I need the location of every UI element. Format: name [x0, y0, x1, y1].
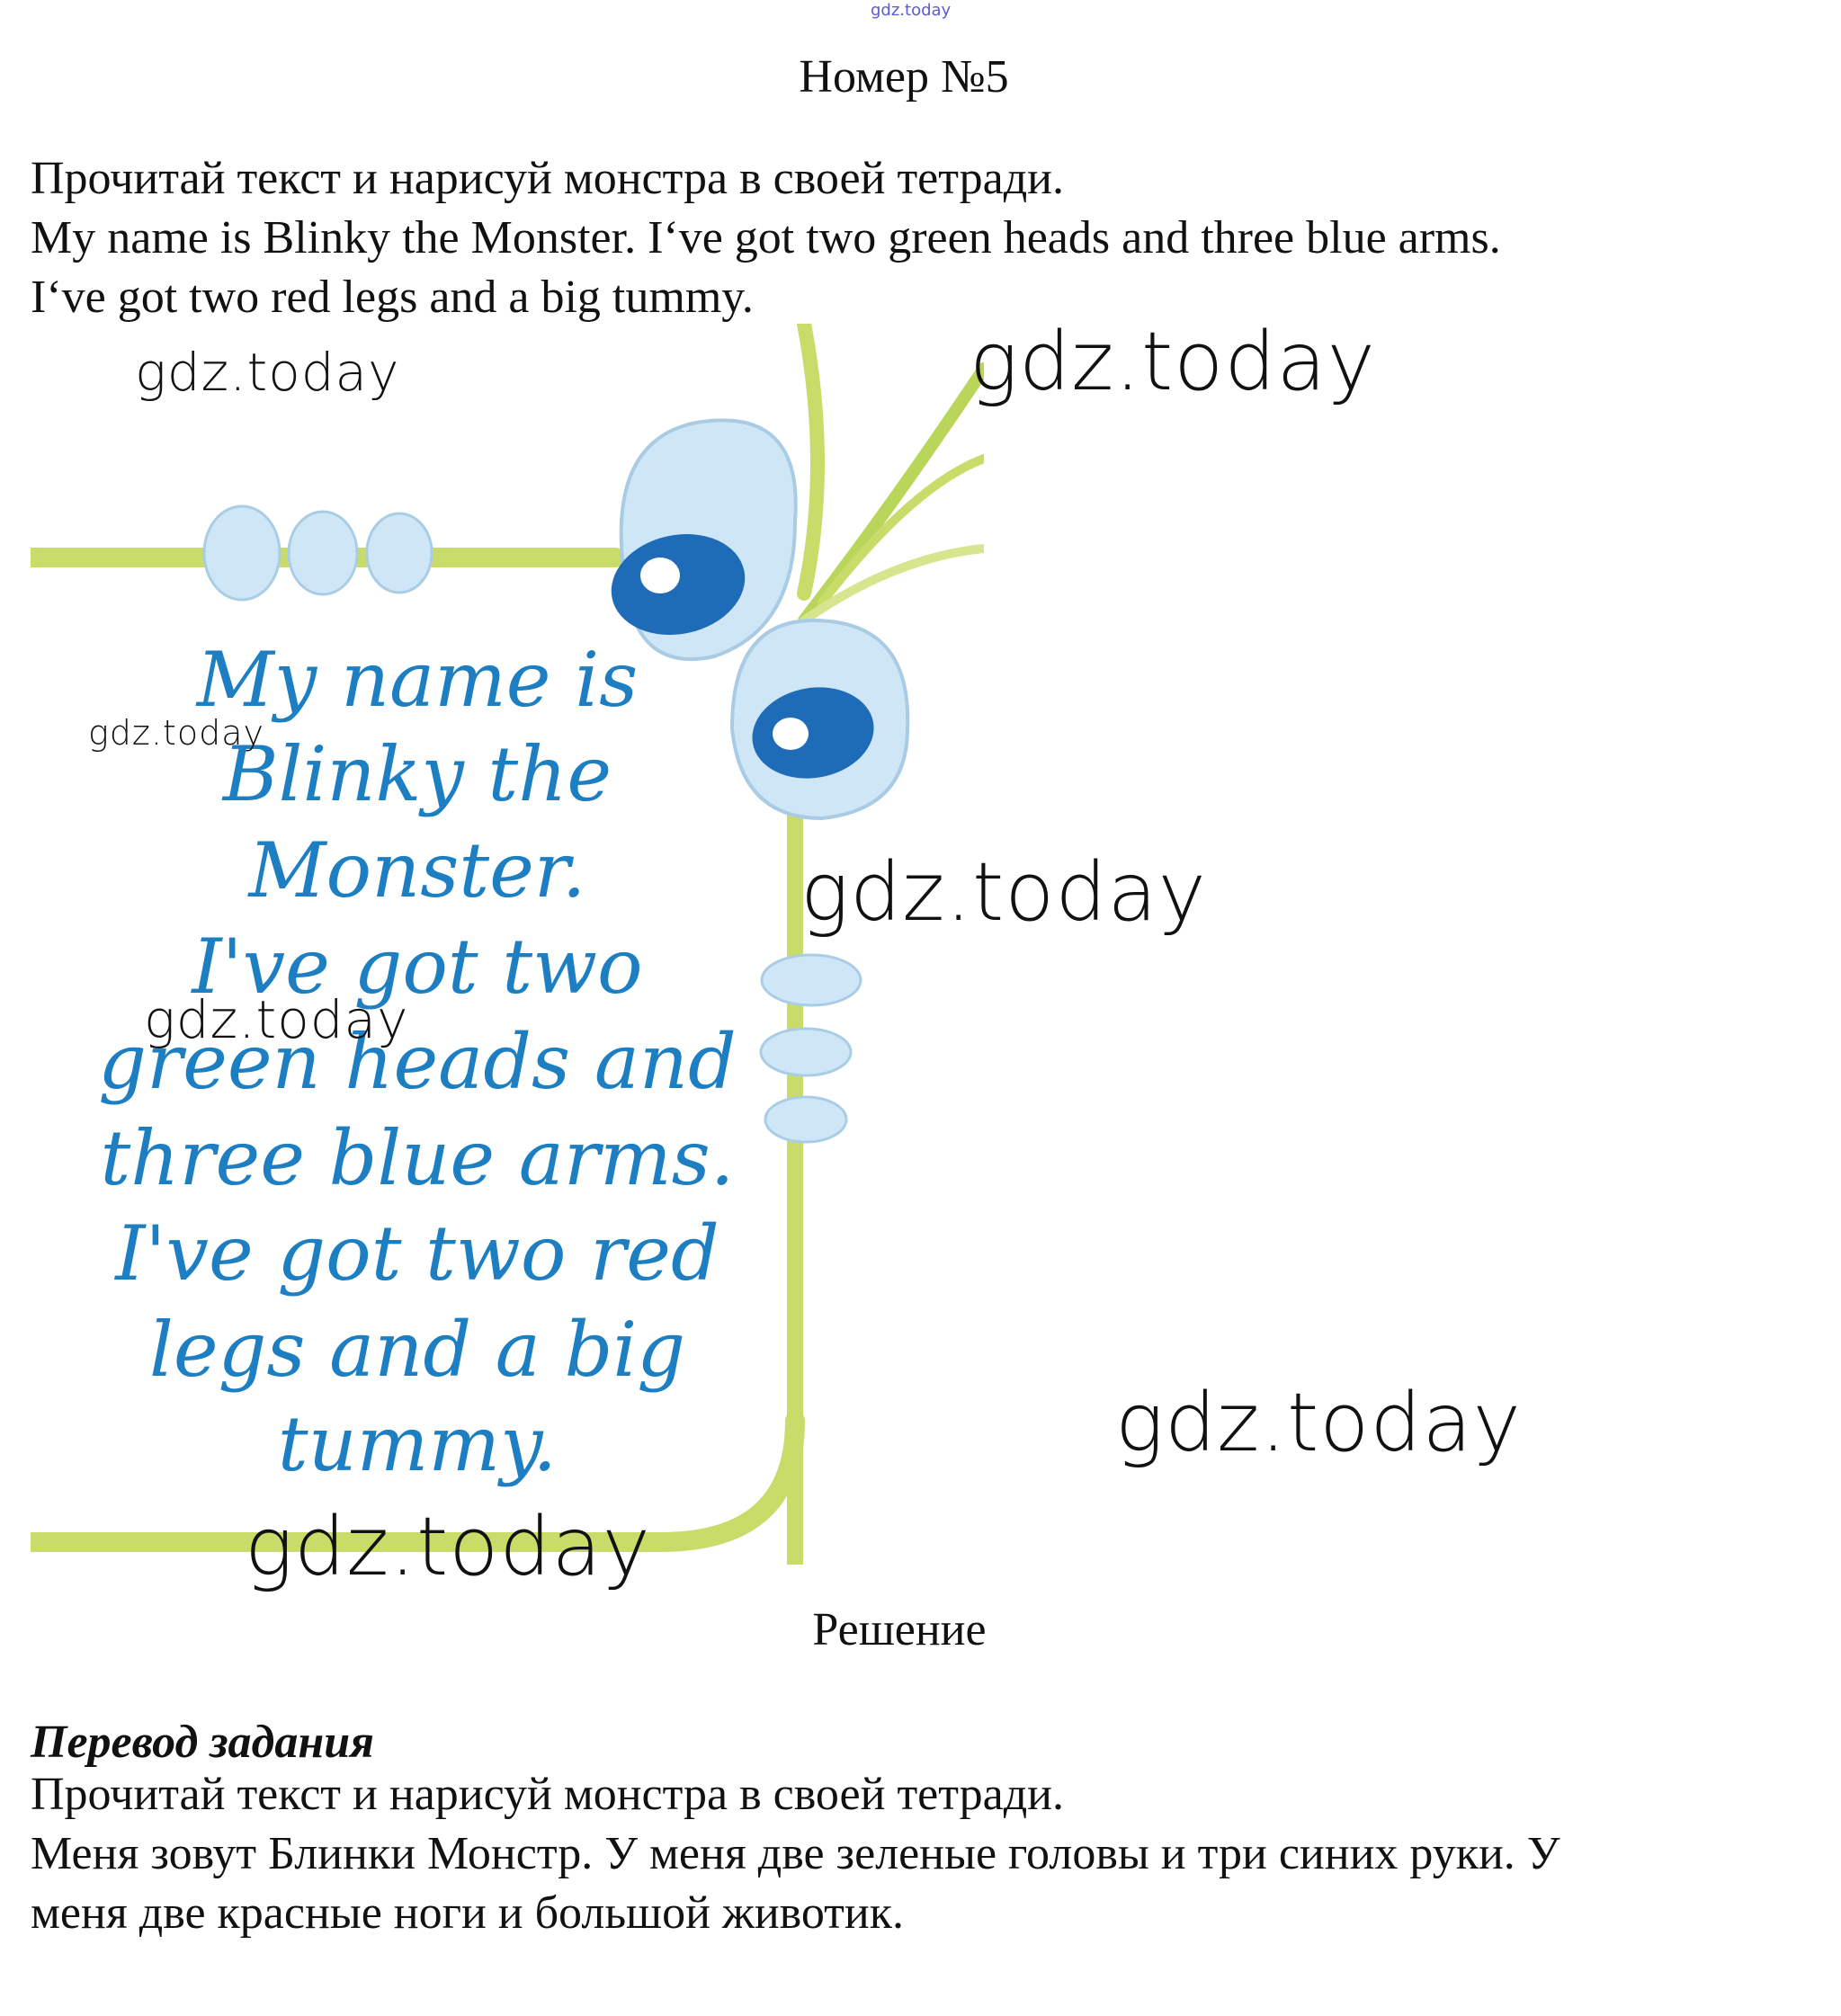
page-title: Номер №5	[799, 51, 1009, 103]
poem-line-3: Monster.	[247, 826, 586, 914]
watermark: gdz.today	[144, 989, 409, 1050]
bead-1	[202, 504, 282, 602]
bead-4	[760, 953, 862, 1007]
eye-2	[752, 687, 874, 779]
eye-1	[611, 533, 746, 636]
antenna-2	[798, 362, 984, 627]
poem-line-8: legs and a big	[149, 1306, 685, 1394]
solution-label: Решение	[812, 1604, 987, 1655]
translation-line-2: Меня зовут Блинки Монстр. У меня две зел…	[31, 1828, 1560, 1879]
poem-line-2: Blinky the	[221, 730, 612, 818]
task-text-line-1: My name is Blinky the Monster. I‘ve got …	[31, 212, 1501, 263]
poem-line-9: tummy.	[278, 1400, 557, 1488]
eye-2-pupil	[773, 718, 809, 750]
watermark-top: gdz.today	[871, 1, 952, 20]
bead-2	[287, 510, 359, 596]
bead-3	[365, 512, 433, 594]
eye-1-pupil	[640, 558, 680, 593]
poem-line-4: I've got two	[190, 923, 642, 1011]
antenna-1	[797, 324, 825, 601]
watermark: gdz.today	[135, 342, 400, 403]
poem-line-1: My name is	[195, 636, 638, 724]
poem-line-7: I've got two red	[113, 1209, 719, 1298]
translation-heading: Перевод задания	[31, 1717, 374, 1768]
watermark: gdz.today	[970, 315, 1376, 409]
poem-line-5: green heads and	[98, 1018, 737, 1106]
translation-line-1: Прочитай текст и нарисуй монстра в своей…	[31, 1769, 1064, 1820]
translation-line-3: меня две красные ноги и большой животик.	[31, 1887, 904, 1939]
task-text-line-2: I‘ve got two red legs and a big tummy.	[31, 272, 754, 323]
watermark: gdz.today	[800, 845, 1207, 940]
bead-5	[759, 1027, 853, 1077]
antenna-4	[800, 544, 984, 625]
watermark: gdz.today	[88, 713, 264, 753]
watermark: gdz.today	[245, 1500, 651, 1594]
poem-line-6: three blue arms.	[101, 1114, 735, 1202]
monster-illustration: My name is Blinky the Monster. I've got …	[31, 324, 984, 1565]
frame-bottom-bar	[31, 1411, 805, 1552]
task-instruction: Прочитай текст и нарисуй монстра в своей…	[31, 153, 1064, 204]
watermark: gdz.today	[1115, 1376, 1522, 1470]
antenna-3	[818, 454, 984, 607]
bead-6	[764, 1095, 848, 1144]
